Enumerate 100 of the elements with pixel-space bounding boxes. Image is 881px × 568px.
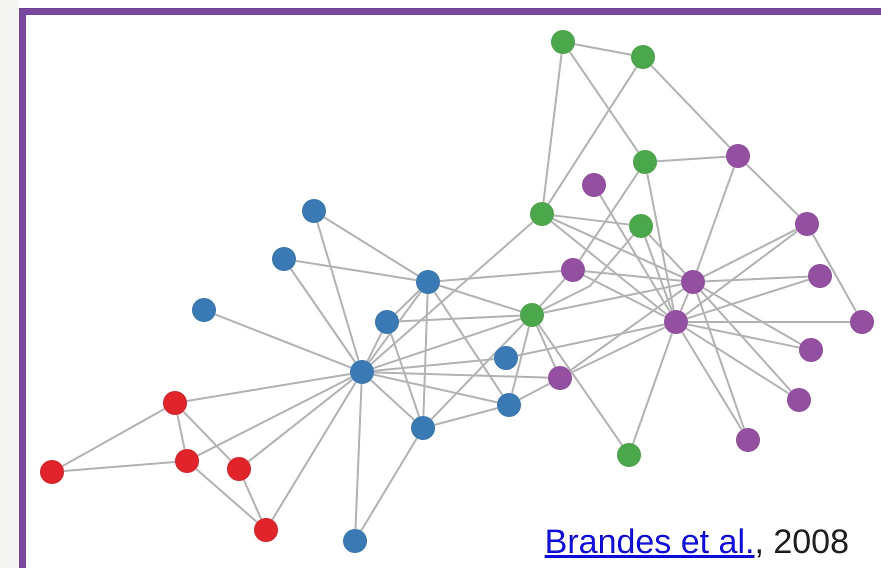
network-link (366, 332, 383, 362)
network-link (569, 288, 684, 372)
network-link (182, 410, 232, 462)
network-link (650, 64, 730, 148)
network-link (511, 326, 530, 394)
network-link (390, 333, 420, 417)
network-link (568, 51, 640, 153)
network-link (354, 384, 362, 530)
network-link (360, 438, 418, 532)
network-link (439, 284, 521, 312)
network-link (374, 374, 498, 404)
network-link (696, 293, 745, 429)
network-link (248, 378, 354, 462)
network-node (272, 247, 296, 271)
network-link (646, 174, 675, 310)
network-link (688, 321, 850, 323)
network-node (175, 449, 199, 473)
network-link (197, 376, 352, 456)
network-node (343, 529, 367, 553)
network-link (370, 221, 534, 365)
network-link (700, 290, 792, 392)
network-link (632, 332, 673, 444)
network-link (703, 228, 797, 278)
network-link (242, 480, 262, 520)
network-link (374, 371, 548, 379)
network-node (192, 298, 216, 322)
network-node (582, 173, 606, 197)
network-link (702, 287, 802, 345)
network-link (62, 408, 166, 467)
network-node (350, 360, 374, 384)
network-link (696, 166, 735, 272)
network-link (599, 194, 671, 312)
network-node (617, 443, 641, 467)
network-link (186, 372, 350, 402)
network-node (548, 366, 572, 390)
network-node (681, 270, 705, 294)
network-link (290, 268, 356, 363)
network-node (551, 30, 575, 54)
network-link (681, 332, 743, 430)
network-node (520, 303, 544, 327)
network-link (542, 54, 563, 202)
network-link (542, 234, 634, 311)
network-node (808, 264, 832, 288)
network-link (583, 274, 666, 318)
network-link (538, 324, 623, 446)
network-link (368, 291, 422, 363)
network-node (302, 199, 326, 223)
network-node (629, 214, 653, 238)
network-node (799, 338, 823, 362)
network-node (375, 310, 399, 334)
network-node (227, 457, 251, 481)
network-link (176, 414, 186, 450)
network-node (726, 144, 750, 168)
network-link (578, 171, 640, 261)
network-node (631, 45, 655, 69)
network-link (440, 270, 562, 282)
network-link (570, 326, 666, 374)
network-link (584, 270, 682, 282)
network-link (374, 358, 494, 372)
network-link (271, 382, 357, 520)
network-link (422, 294, 429, 416)
network-link (434, 291, 504, 396)
network-link (680, 292, 690, 312)
network-node (664, 310, 688, 334)
network-node (416, 270, 440, 294)
network-node (850, 310, 874, 334)
citation: Brandes et al., 2008 (544, 522, 849, 562)
network-link (554, 214, 630, 226)
network-link (648, 234, 686, 274)
network-link (746, 164, 800, 216)
network-link (552, 218, 682, 278)
network-link (544, 283, 682, 314)
network-link (324, 216, 418, 276)
network-link (687, 278, 809, 320)
network-node (411, 416, 435, 440)
network-link (812, 234, 857, 312)
network-node (530, 202, 554, 226)
network-node (736, 428, 760, 452)
network-node (163, 391, 187, 415)
network-link (644, 236, 673, 312)
network-link (434, 407, 498, 426)
network-link (518, 324, 664, 356)
network-link (214, 313, 352, 369)
network-link (574, 43, 632, 56)
network-link (316, 222, 360, 361)
network-link (430, 322, 524, 420)
network-node (795, 212, 819, 236)
network-link (539, 278, 566, 307)
network-link (550, 220, 668, 316)
network-node (254, 518, 278, 542)
network-link (536, 326, 556, 368)
network-link (656, 156, 726, 162)
network-link (370, 379, 415, 421)
network-node (497, 393, 521, 417)
network-node (40, 460, 64, 484)
network-node (561, 258, 585, 282)
network-link (373, 318, 521, 370)
network-node (633, 150, 657, 174)
network-link (195, 468, 258, 523)
network-node (787, 388, 811, 412)
